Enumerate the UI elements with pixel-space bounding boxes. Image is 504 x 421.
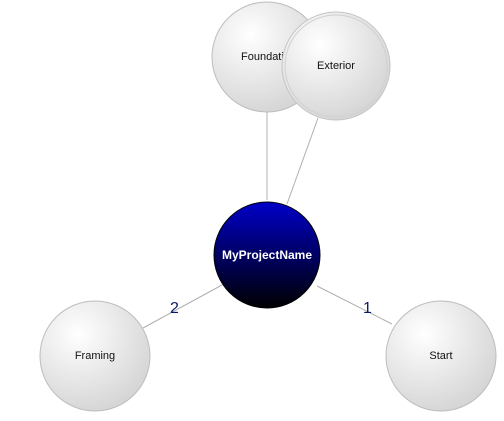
node-label-framing: Framing bbox=[75, 350, 115, 362]
node-exterior[interactable]: Exterior bbox=[281, 11, 391, 121]
node-center[interactable]: MyProjectName bbox=[213, 201, 321, 309]
node-label-exterior: Exterior bbox=[317, 60, 355, 72]
node-label-start: Start bbox=[429, 350, 452, 362]
node-start[interactable]: Start bbox=[385, 300, 497, 412]
edge-exterior bbox=[286, 117, 319, 205]
edges bbox=[142, 112, 393, 329]
center-label: MyProjectName bbox=[222, 248, 312, 262]
node-framing[interactable]: Framing bbox=[39, 300, 151, 412]
node-label-foundation: Foundation bbox=[241, 51, 296, 63]
edge-start bbox=[316, 285, 393, 325]
edge-label-start: 1 bbox=[363, 300, 372, 317]
edge-label-framing: 2 bbox=[170, 300, 179, 317]
edge-framing bbox=[142, 284, 223, 329]
